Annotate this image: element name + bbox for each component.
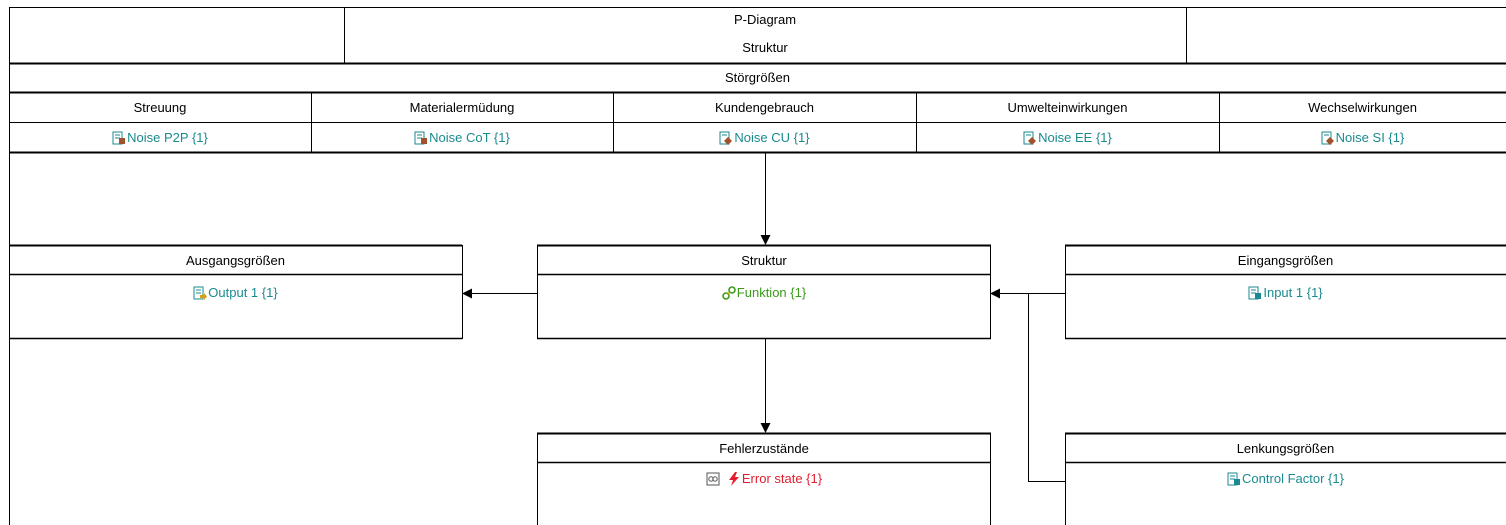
- link-icon: [721, 286, 736, 300]
- document-diamond-icon: [719, 131, 733, 145]
- document-diamond-icon: [1321, 131, 1335, 145]
- structure-item[interactable]: Funktion {1}: [537, 285, 991, 304]
- checkbox-icon[interactable]: [706, 472, 720, 486]
- noise-column-label: Streuung: [133, 100, 187, 115]
- noise-item-p2p[interactable]: Noise P2P {1}: [9, 130, 311, 149]
- document-arrow-icon: [193, 286, 208, 300]
- document-icon: [414, 131, 428, 145]
- noise-item-cu[interactable]: Noise CU {1}: [613, 130, 916, 149]
- noise-column-label: Materialermüdung: [409, 100, 515, 115]
- noise-item-label: Noise CoT {1}: [429, 130, 510, 145]
- structure-box-header: Struktur: [741, 253, 787, 268]
- document-icon: [1248, 286, 1262, 300]
- document-diamond-icon: [1023, 131, 1037, 145]
- noise-item-label: Noise EE {1}: [1038, 130, 1112, 145]
- diagram-title: P-Diagram: [733, 12, 797, 27]
- output-item-label: Output 1 {1}: [208, 285, 278, 300]
- noise-column-label: Umwelteinwirkungen: [1007, 100, 1128, 115]
- input-item-label: Input 1 {1}: [1263, 285, 1323, 300]
- noise-column-label: Wechselwirkungen: [1308, 100, 1417, 115]
- input-box-header: Eingangsgrößen: [1237, 253, 1334, 268]
- output-item[interactable]: Output 1 {1}: [9, 285, 462, 304]
- errors-item[interactable]: Error state {1}: [537, 471, 991, 490]
- document-icon: [1227, 472, 1241, 486]
- document-icon: [112, 131, 126, 145]
- noise-item-ee[interactable]: Noise EE {1}: [916, 130, 1219, 149]
- input-item[interactable]: Input 1 {1}: [1065, 285, 1506, 304]
- control-box-header: Lenkungsgrößen: [1236, 441, 1335, 456]
- structure-item-label: Funktion {1}: [736, 285, 807, 300]
- noise-item-si[interactable]: Noise SI {1}: [1219, 130, 1506, 149]
- lightning-icon: [727, 472, 741, 486]
- noise-item-cot[interactable]: Noise CoT {1}: [311, 130, 613, 149]
- errors-box-header: Fehlerzustände: [719, 441, 809, 456]
- diagram-subtitle: Struktur: [742, 40, 788, 55]
- noise-header: Störgrößen: [724, 70, 791, 85]
- noise-item-label: Noise SI {1}: [1335, 130, 1405, 145]
- output-box-header: Ausgangsgrößen: [185, 253, 285, 268]
- noise-item-label: Noise CU {1}: [734, 130, 810, 145]
- noise-item-label: Noise P2P {1}: [127, 130, 208, 145]
- control-item[interactable]: Control Factor {1}: [1065, 471, 1506, 490]
- control-item-label: Control Factor {1}: [1242, 471, 1344, 486]
- errors-item-label: Error state {1}: [741, 471, 823, 486]
- noise-column-label: Kundengebrauch: [714, 100, 815, 115]
